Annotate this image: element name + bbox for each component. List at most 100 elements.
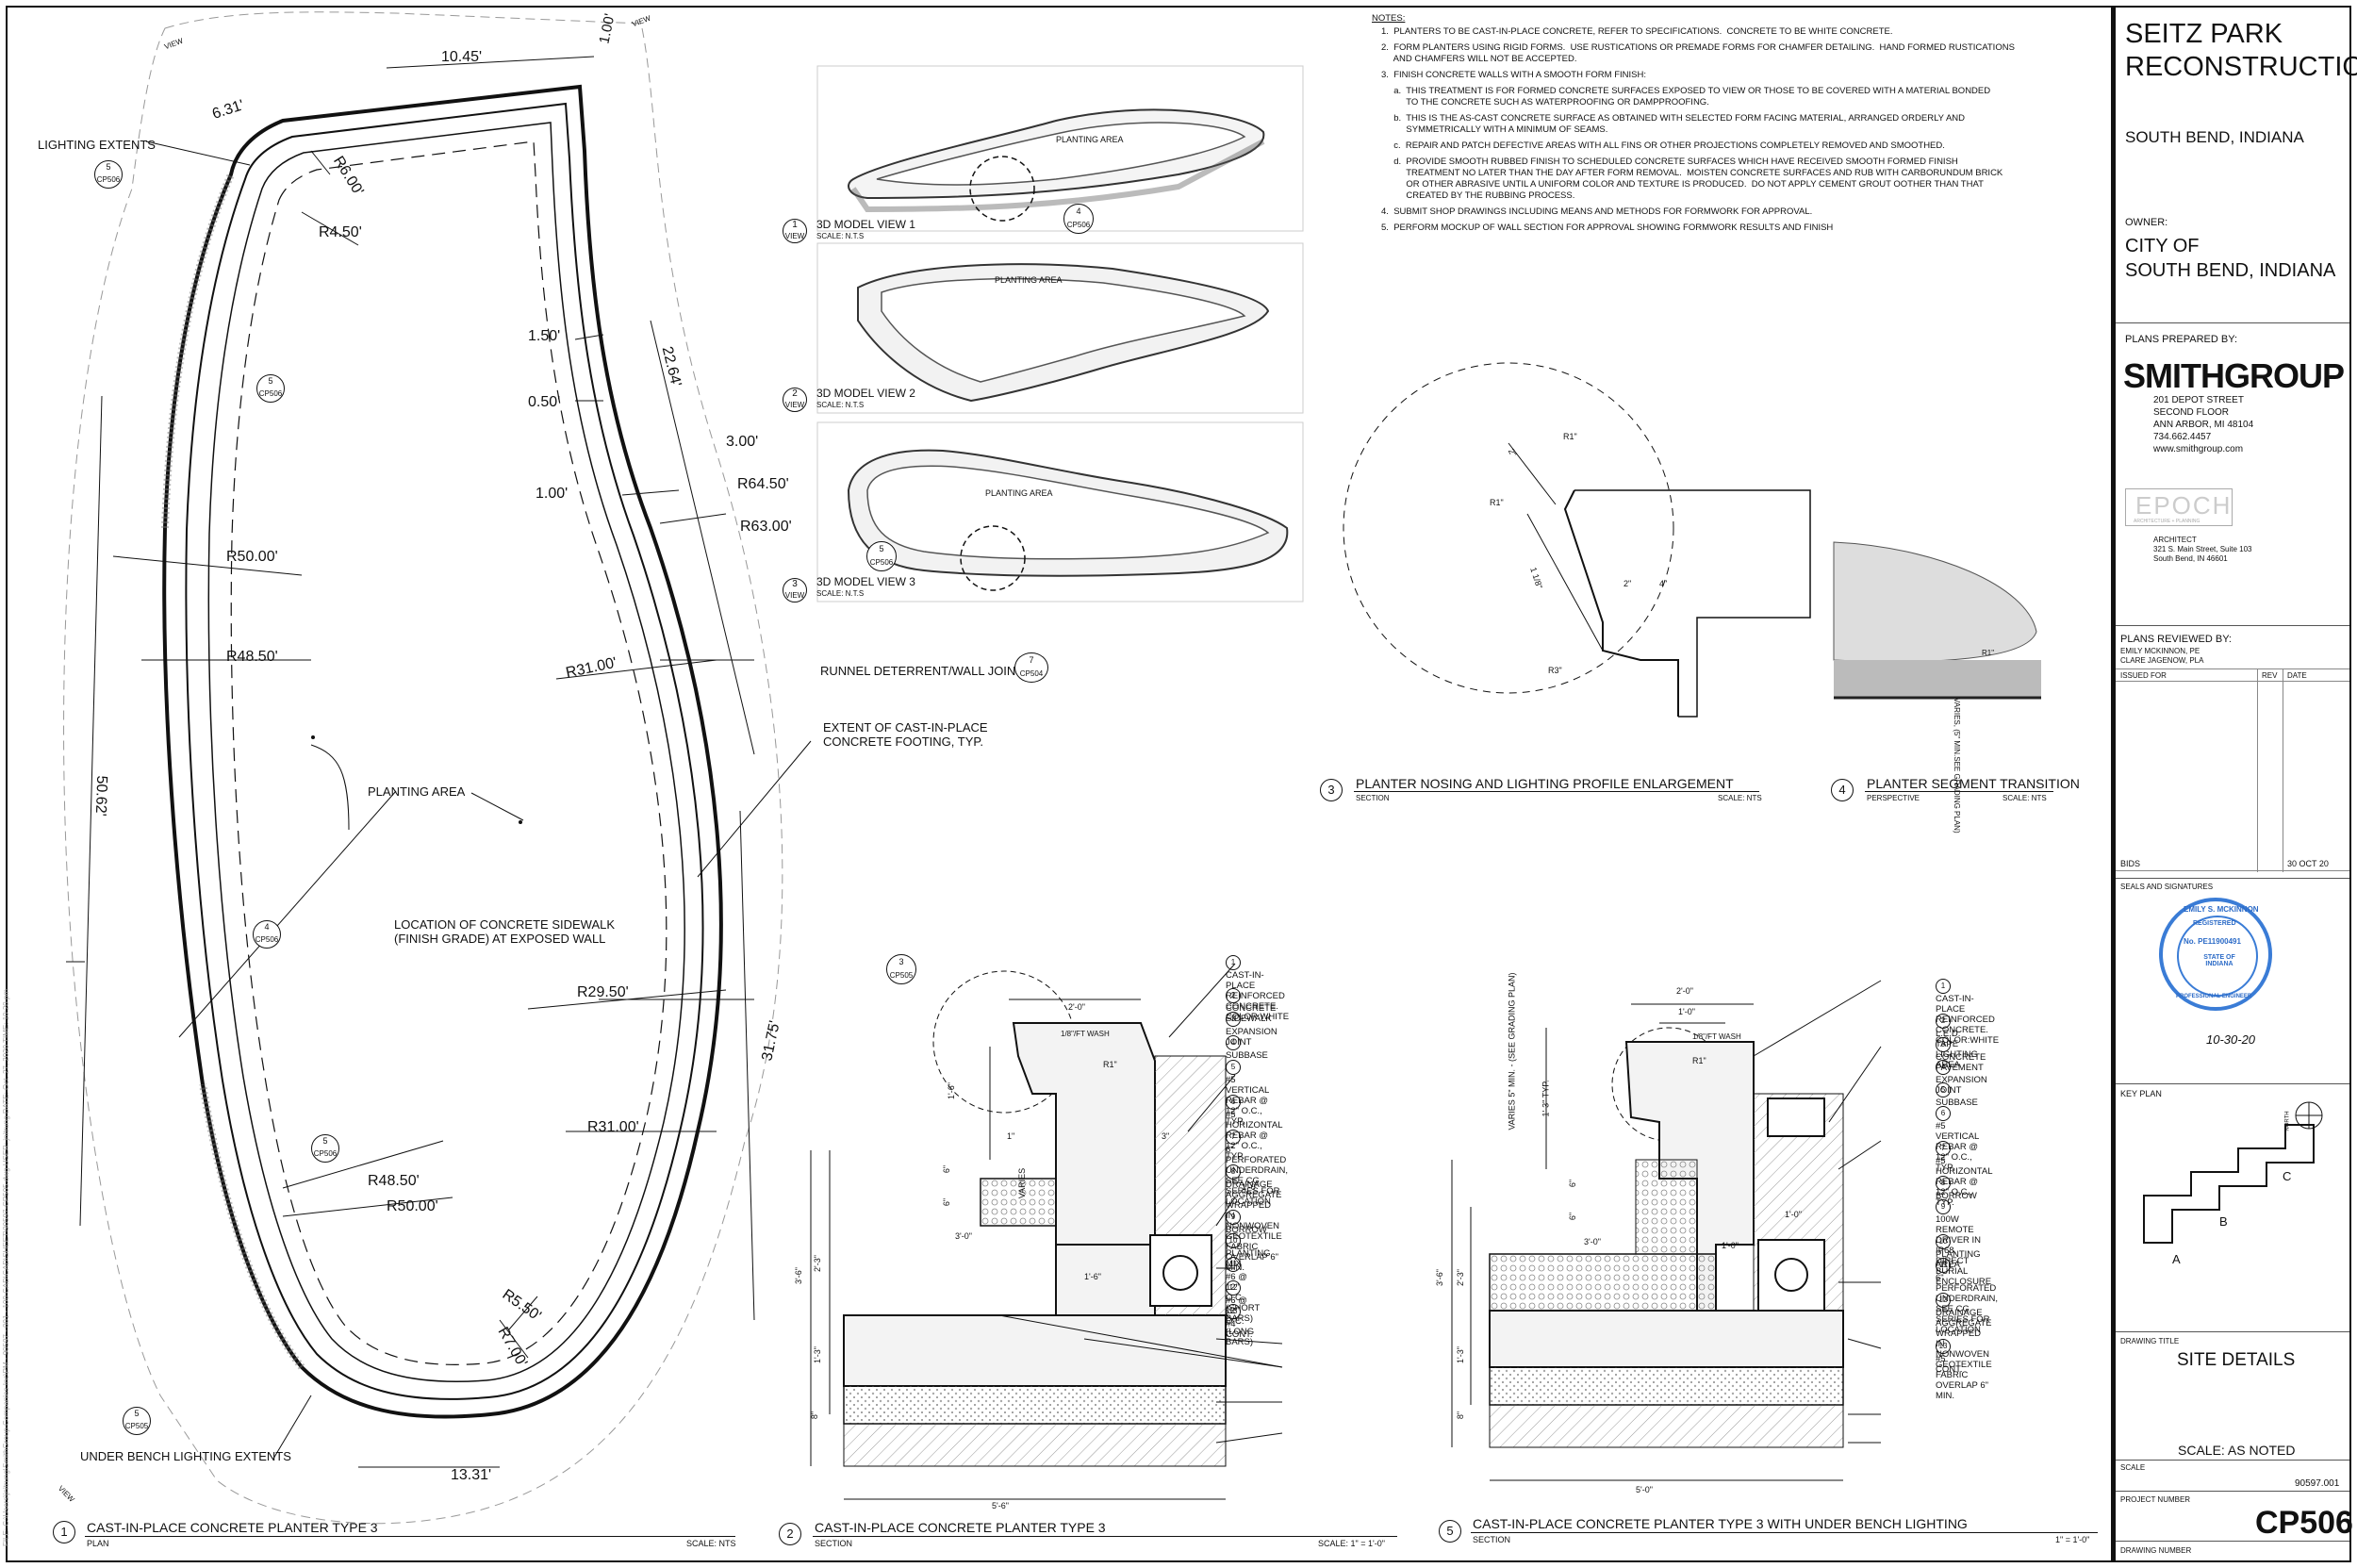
sheet-border (6, 6, 2113, 1562)
dim-label: 1'-0" (1785, 1210, 1802, 1219)
project-number-label: PROJECT NUMBER (2120, 1495, 2191, 1504)
dim-label: 6" (1568, 1179, 1578, 1188)
prepared-label: PLANS PREPARED BY: (2125, 334, 2238, 345)
detail-number-bubble: 4 (1831, 779, 1854, 801)
project-location: SOUTH BEND, INDIANA (2125, 128, 2304, 146)
dim-label: 2'-3" (812, 1255, 822, 1272)
key-plan-diagram (2143, 1101, 2323, 1244)
title-underline (1354, 791, 1759, 792)
legend-item: 9100W REMOTE DRIVER IN IP68,DIRECT BURIA… (1936, 1199, 1991, 1287)
model-view-title: 3D MODEL VIEW 3 (816, 575, 915, 588)
keyplan-area-a: A (2172, 1252, 2181, 1266)
legend-item: 8BORROW (1936, 1176, 1977, 1201)
dim-label: 4" (1659, 579, 1668, 588)
model-view-scale: SCALE: N.T.S (816, 401, 865, 409)
dim-label: 1.00' (536, 486, 569, 502)
detail-title: PLANTER NOSING AND LIGHTING PROFILE ENLA… (1356, 776, 1734, 791)
legend-item: 13#4 CONT. (1226, 1304, 1253, 1340)
north-label: NORTH (2284, 1111, 2291, 1131)
detail-number-bubble: 2 (779, 1523, 801, 1545)
keyplan-area-b: B (2219, 1214, 2228, 1229)
architect-info: ARCHITECT 321 S. Main Street, Suite 103 … (2153, 536, 2252, 563)
detail-title: PLANTER SEGMENT TRANSITION (1867, 776, 2080, 791)
title-underline (813, 1536, 1397, 1537)
dim-label: R1" (1982, 649, 1995, 657)
owner-line-1: CITY OF (2125, 236, 2200, 256)
footing-extent-line (230, 140, 668, 1365)
issue-row-label: BIDS (2120, 859, 2141, 868)
footing-label-2: CONCRETE FOOTING, TYP. (823, 734, 983, 749)
runnel-label: RUNNEL DETERRENT/WALL JOINT (820, 664, 1024, 678)
detail-number-bubble: 1 (53, 1521, 75, 1543)
dim-label: R4.50' (319, 224, 362, 240)
under-bench-label: UNDER BENCH LIGHTING EXTENTS (80, 1449, 291, 1463)
note-line: SYMMETRICALLY WITH A MINIMUM OF SEAMS. (1381, 124, 1608, 135)
reviewer: CLARE JAGENOW, PLA (2120, 656, 2204, 665)
dim-label: 1'-6" (1084, 1272, 1101, 1281)
epoch-logo: EPOCH ARCHITECTURE + PLANNING (2125, 488, 2233, 526)
dim-label: 1'-3" TYP. (1541, 1080, 1551, 1117)
dim-label: 3'-0" (955, 1231, 972, 1241)
note-line: AND CHAMFERS WILL NOT BE ACCEPTED. (1381, 54, 1577, 64)
footing-label-1: EXTENT OF CAST-IN-PLACE (823, 720, 988, 734)
owner-line-2: SOUTH BEND, INDIANA (2125, 260, 2336, 281)
dim-label: R3" (1548, 666, 1562, 675)
title-underline (85, 1536, 735, 1537)
planter-wall-outer (162, 84, 723, 1419)
note-line: 3. FINISH CONCRETE WALLS WITH A SMOOTH F… (1381, 70, 1646, 80)
reviewer: EMILY MCKINNON, PE (2120, 647, 2200, 655)
legend-item: 76" PERFORATED UNDERDRAIN,SEE CG SERIES … (1226, 1130, 1288, 1207)
dim-label: 1/8"/FT WASH (1692, 1032, 1741, 1041)
detail-sub: SECTION (815, 1539, 853, 1548)
note-line: 5. PERFORM MOCKUP OF WALL SECTION FOR AP… (1381, 223, 1834, 233)
dim-label: 1'-3" (1455, 1346, 1465, 1363)
model-view-title: 3D MODEL VIEW 2 (816, 387, 915, 400)
dim-label: 2" (1624, 579, 1632, 588)
engineer-seal: EMILY S. MCKINNON REGISTERED No. PE11900… (2159, 898, 2272, 1011)
detail-scale: SCALE: NTS (1718, 794, 1762, 802)
planter-wall-inner-2 (207, 122, 685, 1382)
firm-logo: SMITHGROUP (2123, 356, 2345, 395)
dim-label: 0.50' (528, 394, 561, 410)
dim-label: R48.50' (226, 649, 278, 665)
title-underline (1471, 1532, 2098, 1533)
planter-wall-inner-1 (185, 102, 704, 1400)
dim-label: 6" (1568, 1212, 1578, 1221)
legend-item: 13#5 CONT. (1936, 1339, 1963, 1375)
notes-list: 1. PLANTERS TO BE CAST-IN-PLACE CONCRETE… (1381, 26, 2015, 234)
owner-label: OWNER: (2125, 217, 2168, 228)
detail-sub: SECTION (1473, 1535, 1511, 1544)
planting-area-label: PLANTING AREA (368, 784, 466, 799)
detail-title: CAST-IN-PLACE CONCRETE PLANTER TYPE 3 (87, 1520, 378, 1535)
scale-value: SCALE: AS NOTED (2178, 1443, 2296, 1458)
note-line: c. REPAIR AND PATCH DEFECTIVE AREAS WITH… (1381, 140, 1945, 151)
dim-label: 1'-0" (1242, 1182, 1259, 1192)
note-line: 4. SUBMIT SHOP DRAWINGS INCLUDING MEANS … (1381, 206, 1813, 217)
dim-label: R48.50' (368, 1173, 420, 1189)
seals-label: SEALS AND SIGNATURES (2120, 883, 2214, 891)
note-line: b. THIS IS THE AS-CAST CONCRETE SURFACE … (1381, 113, 1966, 124)
dim-label: R29.50' (577, 984, 629, 1000)
dim-label: 2'-0" (1068, 1002, 1085, 1012)
dim-label: 1'-6" (946, 1082, 956, 1099)
detail-title: CAST-IN-PLACE CONCRETE PLANTER TYPE 3 (815, 1520, 1106, 1535)
dim-label: 5'-0" (1636, 1485, 1653, 1494)
legend-item: 3CONCRETE PAVEMENT (1936, 1037, 1986, 1073)
detail-sub: PERSPECTIVE (1867, 794, 1920, 802)
legend-item: 6#5 HORIZONTAL REBAR @ 12" O.C.,TYP. (1226, 1095, 1282, 1162)
model-view-scale: SCALE: N.T.S (816, 232, 865, 240)
detail4-note: VARIES, (5" MIN.SEE GRADING PLAN) (1953, 698, 1961, 834)
dim-label: 3.00' (726, 434, 759, 450)
title-block: SEITZ PARK RECONSTRUCTION SOUTH BEND, IN… (2113, 6, 2357, 1562)
drawing-title: SITE DETAILS (2177, 1350, 2296, 1370)
